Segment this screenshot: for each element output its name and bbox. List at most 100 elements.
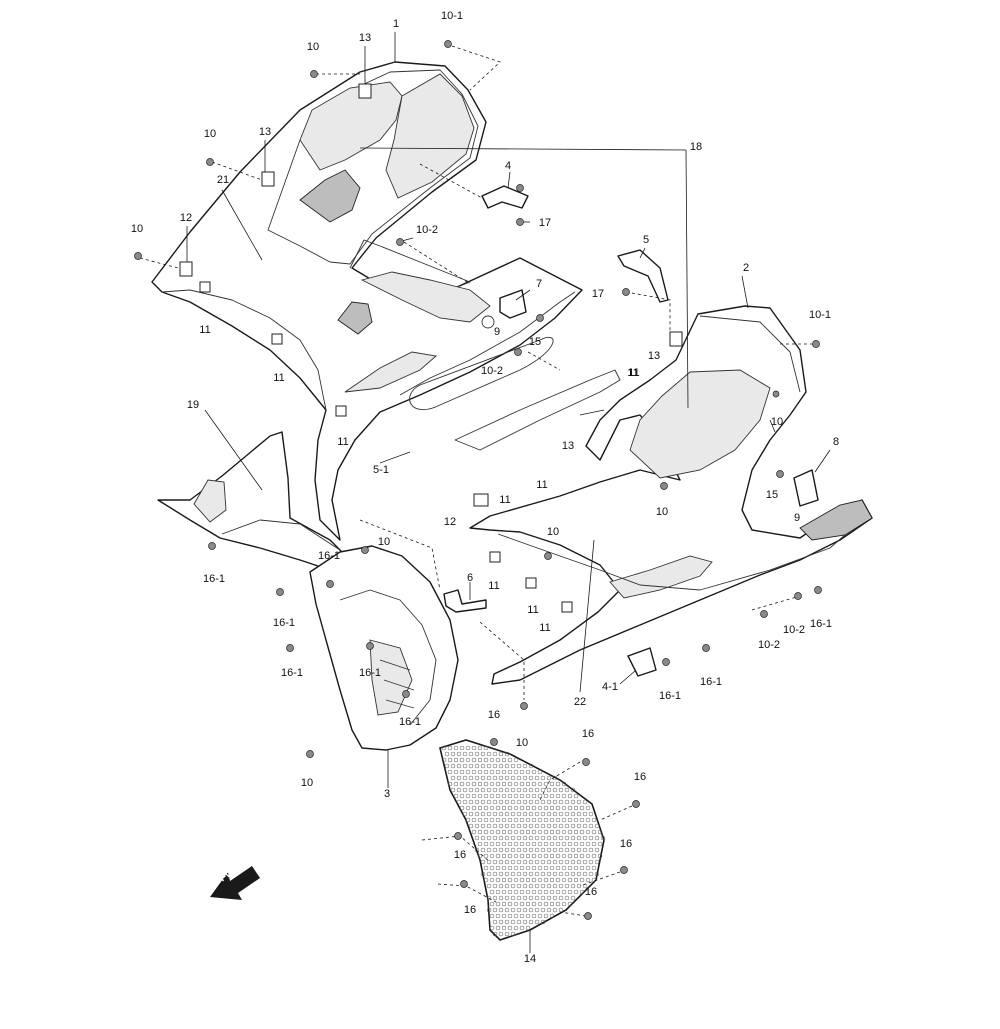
mesh-hole (531, 805, 537, 811)
mesh-hole (561, 817, 567, 823)
mesh-hole (453, 745, 459, 751)
mesh-hole (468, 799, 474, 805)
mesh-hole (558, 871, 564, 877)
mesh-hole (579, 877, 585, 883)
mesh-hole (495, 829, 501, 835)
mesh-hole (528, 871, 534, 877)
callout-11-f: 11 (536, 479, 548, 491)
mesh-hole (576, 871, 582, 877)
mesh-hole (576, 799, 582, 805)
mesh-hole (570, 811, 576, 817)
mesh-hole (459, 757, 465, 763)
mesh-hole (534, 799, 540, 805)
mesh-hole (501, 769, 507, 775)
mesh-hole (516, 847, 522, 853)
bracket-part-8 (793, 469, 819, 507)
leader-lines (186, 32, 831, 953)
mesh-hole (513, 757, 519, 763)
callout-10-2-right-a: 10-2 (782, 624, 806, 636)
mesh-hole (489, 757, 495, 763)
mesh-hole (555, 901, 561, 907)
mesh-hole (498, 883, 504, 889)
mesh-hole (507, 865, 513, 871)
mesh-hole (540, 895, 546, 901)
mesh-hole (525, 901, 531, 907)
mesh-hole (597, 853, 603, 859)
mesh-hole (522, 907, 528, 913)
mesh-hole (537, 913, 543, 919)
mesh-hole (570, 799, 576, 805)
mesh-hole (495, 793, 501, 799)
mesh-hole (501, 829, 507, 835)
mesh-hole (468, 763, 474, 769)
mesh-hole (525, 877, 531, 883)
mesh-hole (516, 823, 522, 829)
mesh-hole (498, 919, 504, 925)
mesh-hole (567, 853, 573, 859)
mesh-hole (483, 865, 489, 871)
callout-11-i: 11 (539, 622, 551, 634)
mesh-hole (483, 805, 489, 811)
callout-10-i: 10 (300, 777, 314, 789)
mesh-hole (480, 847, 486, 853)
mesh-hole (513, 889, 519, 895)
mesh-hole (534, 859, 540, 865)
mesh-hole (567, 901, 573, 907)
mesh-hole (573, 817, 579, 823)
mesh-hole (519, 817, 525, 823)
mesh-hole (552, 787, 558, 793)
mesh-hole (519, 829, 525, 835)
mesh-hole (570, 871, 576, 877)
mesh-hole (522, 823, 528, 829)
callout-5: 5 (642, 234, 650, 246)
mesh-hole (510, 811, 516, 817)
mesh-hole (525, 805, 531, 811)
mesh-hole (483, 781, 489, 787)
mesh-hole (480, 775, 486, 781)
mesh-hole (591, 817, 597, 823)
mesh-hole (489, 889, 495, 895)
mesh-hole (570, 859, 576, 865)
callout-16-1-d: 16-1 (280, 667, 304, 679)
mesh-hole (492, 823, 498, 829)
callout-16-b: 16 (581, 728, 595, 740)
mesh-hole (492, 895, 498, 901)
mesh-hole (492, 751, 498, 757)
mesh-hole (552, 895, 558, 901)
mesh-hole (492, 907, 498, 913)
mesh-hole (567, 889, 573, 895)
mesh-hole (507, 757, 513, 763)
mesh-hole (552, 847, 558, 853)
mesh-hole (489, 841, 495, 847)
mesh-hole (477, 829, 483, 835)
mesh-hole (447, 745, 453, 751)
mesh-hole (504, 799, 510, 805)
mesh-hole (501, 913, 507, 919)
mesh-hole (507, 925, 513, 931)
mesh-hole (570, 883, 576, 889)
mesh-hole (489, 829, 495, 835)
mesh-hole (507, 841, 513, 847)
mesh-hole (510, 871, 516, 877)
mesh-hole (477, 781, 483, 787)
mesh-hole (504, 763, 510, 769)
mesh-hole (519, 877, 525, 883)
mesh-hole (486, 895, 492, 901)
mesh-hole (534, 811, 540, 817)
lower-cowl-part-3 (309, 545, 459, 751)
mesh-hole (582, 799, 588, 805)
mesh-hole (537, 853, 543, 859)
callout-16-1-g: 16-1 (658, 690, 682, 702)
mesh-hole (465, 781, 471, 787)
callout-10-2-right-b: 10-2 (757, 639, 781, 651)
mesh-hole (546, 823, 552, 829)
mesh-hole (522, 811, 528, 817)
mesh-hole (534, 919, 540, 925)
mesh-hole (531, 889, 537, 895)
mesh-hole (522, 787, 528, 793)
mesh-hole (441, 757, 447, 763)
callout-10-h: 10 (515, 737, 529, 749)
mesh-hole (498, 835, 504, 841)
mesh-hole (537, 781, 543, 787)
mesh-hole (543, 793, 549, 799)
